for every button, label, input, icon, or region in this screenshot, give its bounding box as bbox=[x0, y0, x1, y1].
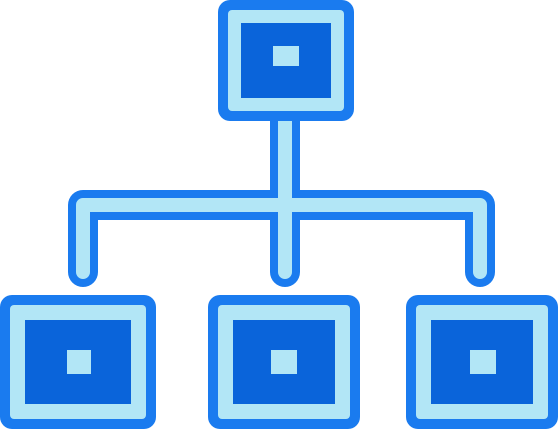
node-child-right bbox=[406, 295, 558, 429]
connector-lines bbox=[68, 101, 495, 287]
connector-fill bbox=[76, 109, 487, 279]
node-child-middle bbox=[208, 295, 360, 429]
node-child-left bbox=[0, 295, 156, 429]
node-root bbox=[218, 0, 354, 121]
